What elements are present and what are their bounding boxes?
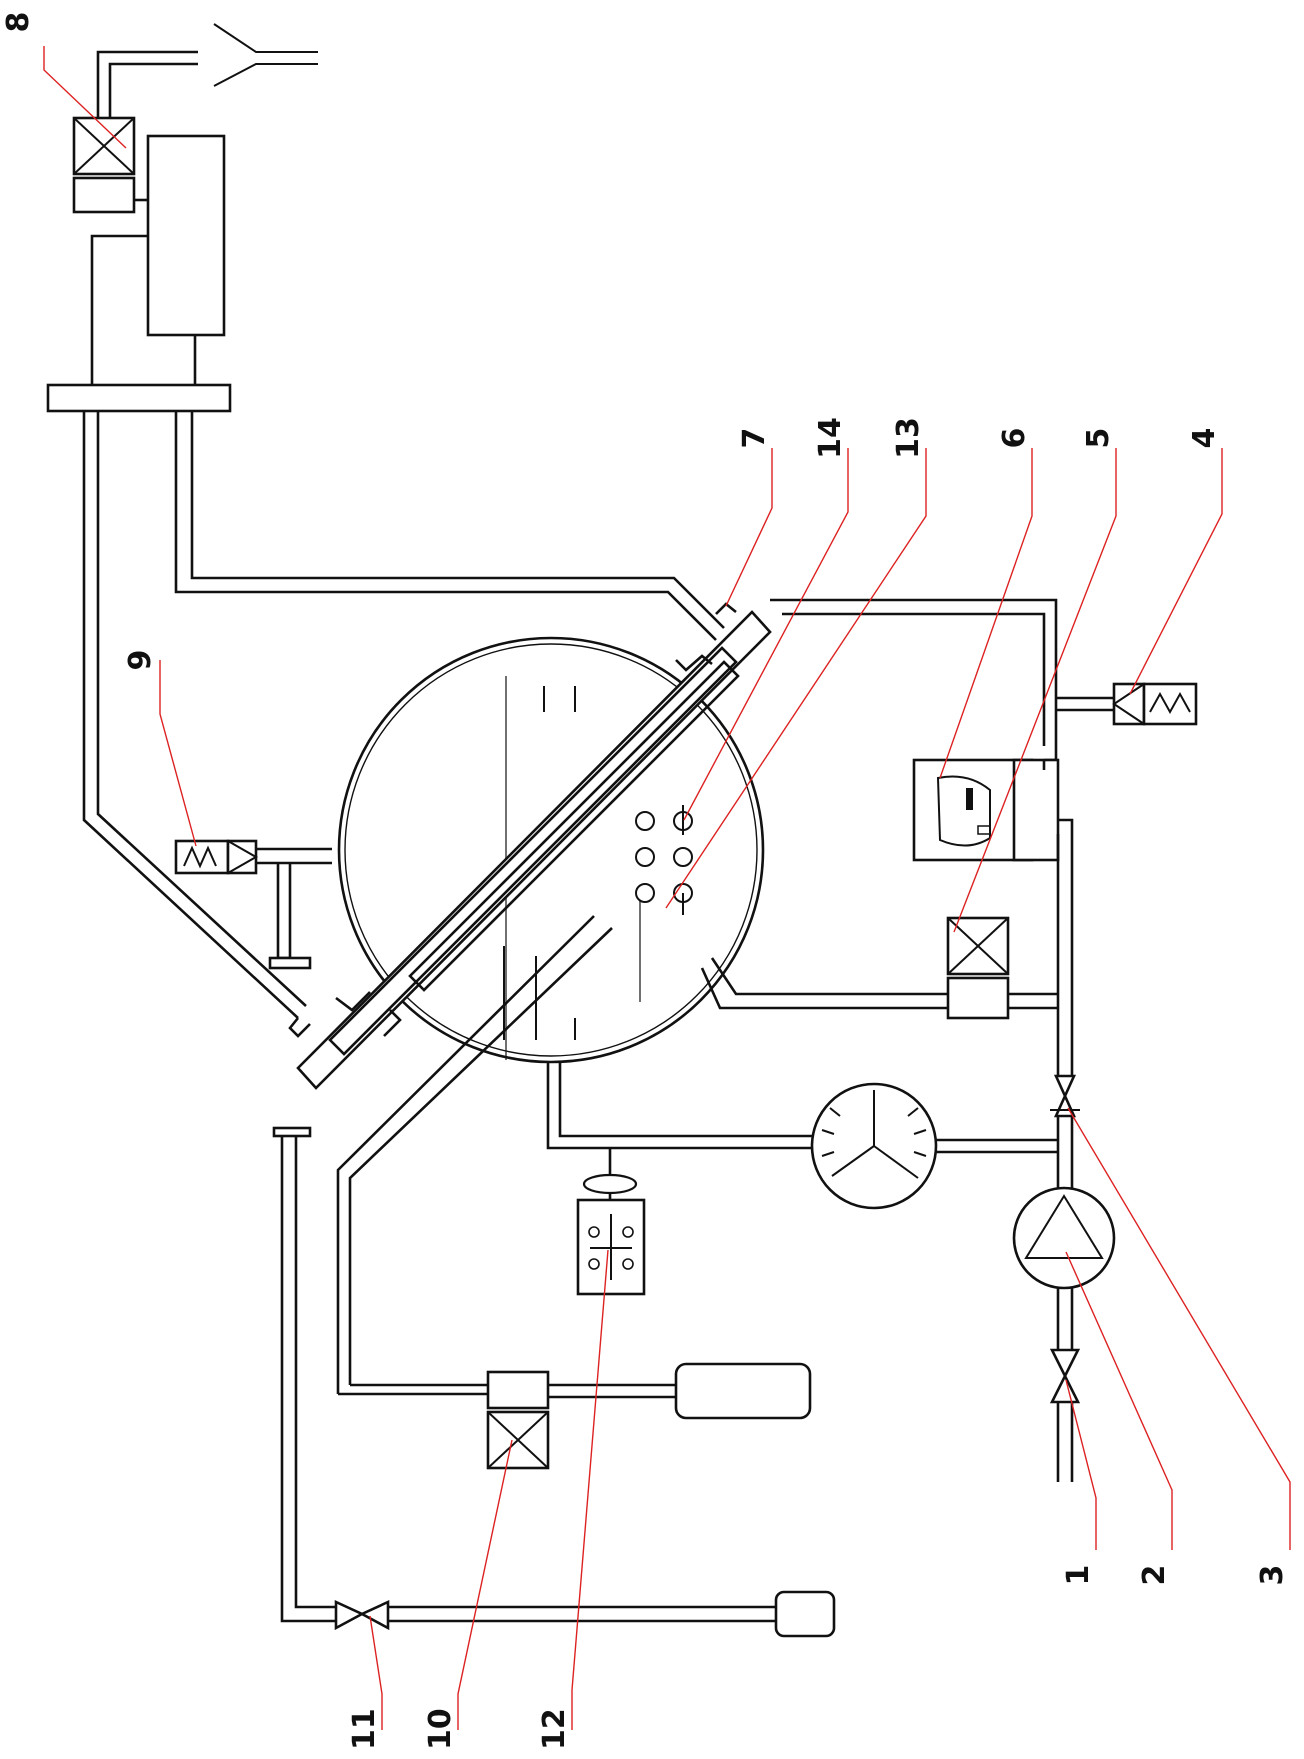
gauge-circuit bbox=[546, 1062, 1058, 1296]
solenoid-valve-8 bbox=[72, 116, 148, 214]
manual-valve-11 bbox=[334, 1599, 390, 1631]
manual-valve-1 bbox=[1049, 1348, 1081, 1404]
label-4: 4 bbox=[1187, 428, 1222, 449]
relief-valve-4 bbox=[1112, 682, 1198, 726]
label-8: 8 bbox=[1, 12, 36, 33]
label-1: 1 bbox=[1061, 1565, 1096, 1586]
leader-lines bbox=[43, 46, 1291, 1730]
label-14: 14 bbox=[813, 417, 848, 459]
callouts: 8 9 7 14 13 6 5 4 1 2 3 11 10 12 bbox=[1, 12, 1290, 1750]
label-3: 3 bbox=[1255, 1565, 1290, 1586]
vacuum-ducts bbox=[82, 411, 725, 1019]
label-5: 5 bbox=[1081, 428, 1116, 449]
filter-housing bbox=[146, 134, 226, 337]
check-valve-3 bbox=[1050, 1074, 1080, 1118]
solenoid-valve-10 bbox=[486, 1370, 550, 1470]
gas-cylinder bbox=[774, 1590, 836, 1638]
solenoid-valve-5 bbox=[946, 916, 1010, 1020]
gas-tank bbox=[674, 1362, 812, 1420]
lower-left-circuit bbox=[272, 1126, 836, 1638]
right-circuit bbox=[700, 598, 1198, 1482]
vacuum-gauge bbox=[810, 1082, 938, 1210]
label-11: 11 bbox=[347, 1708, 382, 1750]
sensor-12 bbox=[576, 1198, 646, 1296]
label-12: 12 bbox=[537, 1708, 572, 1750]
vacuum-pump-2 bbox=[1012, 1186, 1116, 1290]
heater-element-14 bbox=[635, 805, 693, 915]
label-7: 7 bbox=[737, 428, 772, 449]
pressure-switch-6 bbox=[912, 758, 1060, 862]
vacuum-chamber bbox=[337, 636, 765, 1064]
flange-plate bbox=[46, 383, 232, 413]
relief-valve-9 bbox=[174, 839, 332, 970]
label-2: 2 bbox=[1137, 1565, 1172, 1586]
label-6: 6 bbox=[997, 428, 1032, 449]
label-9: 9 bbox=[123, 650, 158, 671]
top-assembly bbox=[46, 23, 318, 413]
label-10: 10 bbox=[423, 1708, 458, 1750]
diagonal-sleeve bbox=[288, 602, 772, 1394]
label-13: 13 bbox=[891, 417, 926, 459]
exhaust-outlet bbox=[213, 23, 318, 87]
